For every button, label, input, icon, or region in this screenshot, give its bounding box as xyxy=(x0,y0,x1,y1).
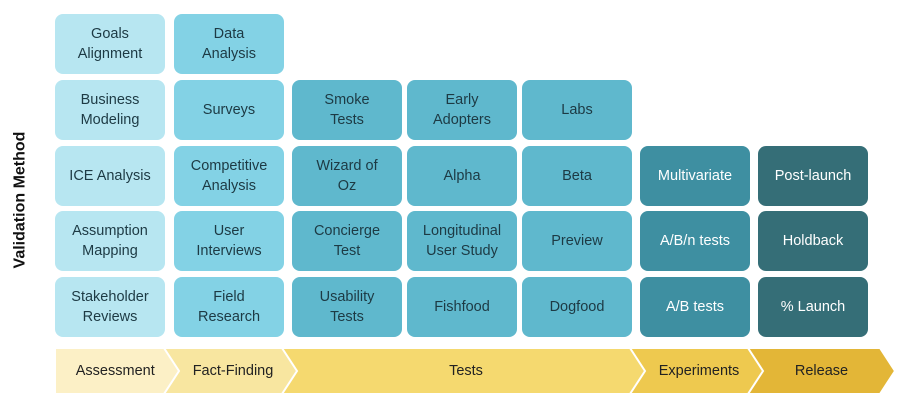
method-tile-label: Beta xyxy=(562,168,592,184)
method-tile: Post-launch xyxy=(758,146,868,206)
method-tile: Assumption Mapping xyxy=(55,211,165,271)
method-tile: Surveys xyxy=(174,80,284,140)
method-tile: Labs xyxy=(522,80,632,140)
method-tile: Preview xyxy=(522,211,632,271)
method-tile-label: Multivariate xyxy=(657,168,733,184)
method-tile-label: Goals Alignment xyxy=(77,26,143,62)
method-tile: Goals Alignment xyxy=(55,14,165,74)
method-tile: Business Modeling xyxy=(55,80,165,140)
method-tile: ICE Analysis xyxy=(55,146,165,206)
method-tile-label: Preview xyxy=(551,233,603,249)
method-tile: Concierge Test xyxy=(292,211,402,271)
method-tile-label: Competitive Analysis xyxy=(190,158,268,194)
method-tile: Alpha xyxy=(407,146,517,206)
method-tile-label: Labs xyxy=(561,102,593,118)
method-tile-label: Surveys xyxy=(202,102,256,118)
method-tile-label: ICE Analysis xyxy=(69,168,151,184)
method-tile-label: % Launch xyxy=(780,299,846,315)
method-tile-label: A/B tests xyxy=(665,299,725,315)
method-tile: User Interviews xyxy=(174,211,284,271)
method-tile-label: A/B/n tests xyxy=(659,233,731,249)
stage-label-experiments: Experiments xyxy=(658,363,740,379)
method-tile: Wizard of Oz xyxy=(292,146,402,206)
method-tile: Beta xyxy=(522,146,632,206)
method-tile-label: User Interviews xyxy=(196,223,262,259)
method-tile: A/B tests xyxy=(640,277,750,337)
method-tile: Longitudinal User Study xyxy=(407,211,517,271)
method-tile: Smoke Tests xyxy=(292,80,402,140)
method-tile: Holdback xyxy=(758,211,868,271)
method-tile: % Launch xyxy=(758,277,868,337)
method-tile: Usability Tests xyxy=(292,277,402,337)
stage-label-tests: Tests xyxy=(449,363,483,379)
stage-label-assessment: Assessment xyxy=(75,363,155,379)
method-tile-label: Wizard of Oz xyxy=(316,158,378,194)
method-tile: Fishfood xyxy=(407,277,517,337)
method-tile: Competitive Analysis xyxy=(174,146,284,206)
method-tile-label: Concierge Test xyxy=(313,223,381,259)
method-tile-label: Data Analysis xyxy=(202,26,256,62)
stage-label-fact-finding: Fact-Finding xyxy=(192,363,274,379)
method-tile: A/B/n tests xyxy=(640,211,750,271)
method-tile-label: Smoke Tests xyxy=(324,92,370,128)
stage-chevron-release xyxy=(746,347,897,395)
stage-label-release: Release xyxy=(794,363,849,379)
method-tile: Stakeholder Reviews xyxy=(55,277,165,337)
method-tile-label: Holdback xyxy=(782,233,844,249)
method-tile-label: Assumption Mapping xyxy=(72,223,148,259)
method-tile-label: Longitudinal User Study xyxy=(422,223,502,259)
method-tile-label: Business Modeling xyxy=(80,92,140,128)
method-tile: Early Adopters xyxy=(407,80,517,140)
method-tile-label: Stakeholder Reviews xyxy=(71,289,149,325)
method-tile: Multivariate xyxy=(640,146,750,206)
method-tile-label: Dogfood xyxy=(549,299,605,315)
method-tile-label: Fishfood xyxy=(434,299,490,315)
method-tile: Dogfood xyxy=(522,277,632,337)
method-tile-label: Usability Tests xyxy=(319,289,375,325)
method-tile-label: Field Research xyxy=(197,289,261,325)
method-tile-label: Alpha xyxy=(443,168,481,184)
method-tile: Field Research xyxy=(174,277,284,337)
method-tile: Data Analysis xyxy=(174,14,284,74)
method-tile-label: Early Adopters xyxy=(432,92,492,128)
method-tile-label: Post-launch xyxy=(774,168,852,184)
